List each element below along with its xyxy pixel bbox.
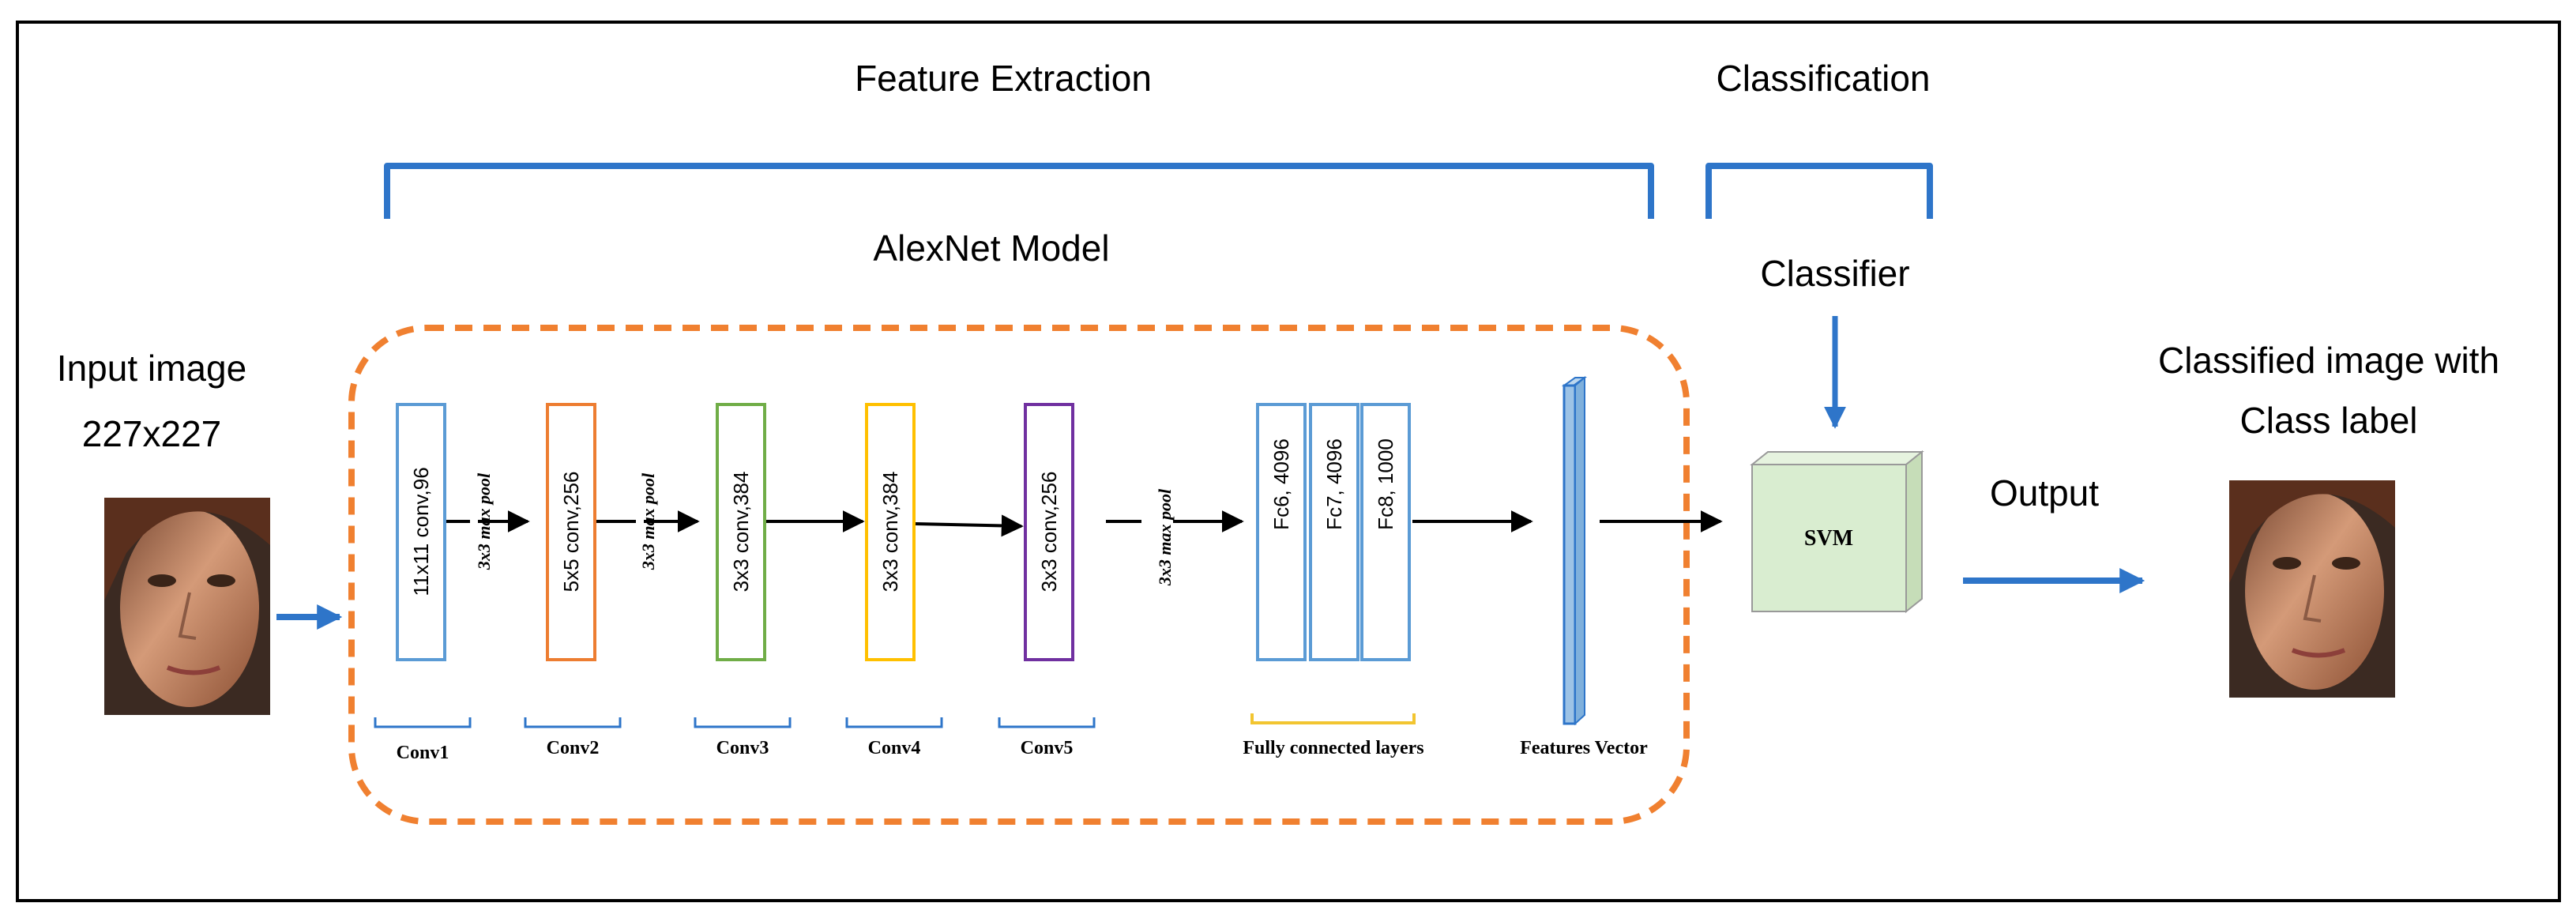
classified-face-image [2229,480,2395,698]
conv1-layer: 11x11 conv,96 [396,403,446,661]
conv2-layer: 5x5 conv,256 [546,403,596,661]
input-size-label: 227x227 [82,413,222,454]
features-vector-bar [1561,375,1588,726]
conv4-brace: Conv4 [845,717,943,758]
feature-extraction-bracket [384,163,1654,219]
input-face-image [104,498,270,715]
conv1-layer-label: 11x11 conv,96 [409,467,433,596]
svm-box: SVM [1750,450,1924,614]
conv5-layer-label: 3x3 conv,256 [1037,472,1061,593]
fc6-layer: Fc6, 4096 [1256,403,1307,661]
fc-brace: Fully connected layers [1243,713,1424,758]
conv3-brace: Conv3 [694,717,792,758]
svm-label: SVM [1804,526,1853,551]
conv5-group-label: Conv5 [1021,738,1074,758]
conv3-layer-label: 3x3 conv,384 [729,472,753,593]
fc-group-label: Fully connected layers [1243,738,1423,758]
fc7-layer-label: Fc7, 4096 [1322,438,1346,530]
result-label-line2: Class label [2240,400,2418,441]
conv2-layer-label: 5x5 conv,256 [559,472,583,593]
conv1-brace: Conv1 [374,717,472,763]
arrow-conv4-conv5 [915,514,1024,537]
conv3-group-label: Conv3 [716,738,769,758]
conv2-group-label: Conv2 [547,738,600,758]
conv5-brace: Conv5 [998,717,1096,758]
fc8-layer: Fc8, 1000 [1360,403,1411,661]
fc8-layer-label: Fc8, 1000 [1374,438,1397,530]
diagram-frame [16,21,2561,902]
conv4-layer-label: 3x3 conv,384 [878,472,902,593]
conv4-layer: 3x3 conv,384 [865,403,916,661]
classification-heading: Classification [1717,58,1931,99]
conv2-brace: Conv2 [524,717,622,758]
conv4-group-label: Conv4 [868,738,921,758]
max-pool-label-3: 3x3 max pool [1155,488,1175,586]
result-label-line1: Classified image with [2158,340,2499,381]
fc7-layer: Fc7, 4096 [1309,403,1359,661]
conv1-group-label: Conv1 [397,743,449,763]
classification-bracket [1705,163,1933,219]
fc6-layer-label: Fc6, 4096 [1269,438,1293,530]
conv5-layer: 3x3 conv,256 [1024,403,1074,661]
classifier-label: Classifier [1760,253,1909,294]
model-title: AlexNet Model [873,228,1109,269]
feature-extraction-heading: Feature Extraction [855,58,1152,99]
conv3-layer: 3x3 conv,384 [716,403,766,661]
output-label: Output [1990,472,2099,514]
input-image-label: Input image [57,348,246,389]
features-vector-label: Features Vector [1520,738,1648,758]
